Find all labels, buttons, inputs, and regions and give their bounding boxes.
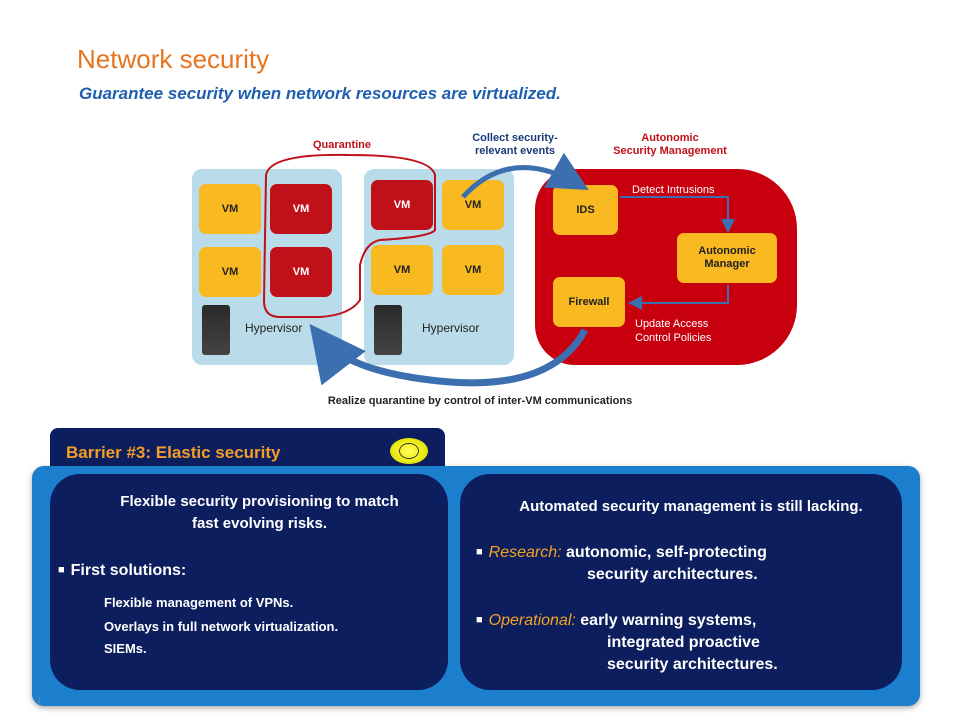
research-bullet: ■Research: autonomic, self-protecting [476,544,767,561]
quarantine-label: Quarantine [312,139,372,151]
quarantine-control-arrow [309,323,589,387]
ids-box: IDS [553,185,618,235]
hypervisor-label: Hypervisor [245,321,303,335]
hypervisor-label: Hypervisor [422,321,480,335]
vm-box: VM [199,184,261,234]
vm-box: VM [371,245,433,295]
page-title: Network security [77,44,270,74]
collect-events-arrow [461,152,589,199]
bullet-icon: ■ [58,564,65,576]
research-line2: security architectures. [587,566,758,583]
lightbulb-icon [390,438,428,464]
barrier-title: Barrier #3: Elastic security [66,443,281,462]
asm-label: Autonomic Security Management [613,132,727,157]
left-card-heading: Flexible security provisioning to match … [120,493,399,532]
detect-intrusions-label: Detect Intrusions [632,184,715,196]
operational-bullet: ■Operational: early warning systems, [476,612,757,629]
collect-events-label: Collect security- relevant events [472,132,558,157]
operational-line3: security architectures. [607,656,778,673]
page-subtitle: Guarantee security when network resource… [79,84,561,103]
page-number: 1 [37,696,42,705]
update-policies-label: Update Access Control Policies [635,318,712,344]
diagram-connectors [262,152,735,387]
first-solutions-bullet: ■First solutions: [58,562,187,579]
vm-box-quarantined: VM [270,247,332,297]
operational-line2: integrated proactive [607,634,760,651]
bullet-icon: ■ [476,614,483,626]
detect-arrow [620,196,735,233]
barrier-tab [50,428,445,468]
vm-box: VM [442,245,504,295]
firewall-box: Firewall [553,277,625,327]
quarantine-outline [262,153,436,318]
left-card [50,474,448,690]
server-icon [374,305,402,355]
solution-item: Flexible management of VPNs. [104,595,294,610]
architecture-diagram: Quarantine Collect security- relevant ev… [180,125,820,415]
right-card [460,474,902,690]
vm-box-quarantined: VM [371,180,433,230]
vm-box: VM [199,247,261,297]
solution-item: Overlays in full network virtualization. [104,619,339,634]
server-icon [202,305,230,355]
update-arrow [628,285,729,310]
bullet-icon: ■ [476,546,483,558]
autonomic-manager-box: Autonomic Manager [677,233,777,283]
bottom-caption: Realize quarantine by control of inter-V… [327,395,633,407]
right-card-heading: Automated security management is still l… [519,498,863,515]
vm-box-quarantined: VM [270,184,332,234]
solution-item: SIEMs. [104,641,147,656]
